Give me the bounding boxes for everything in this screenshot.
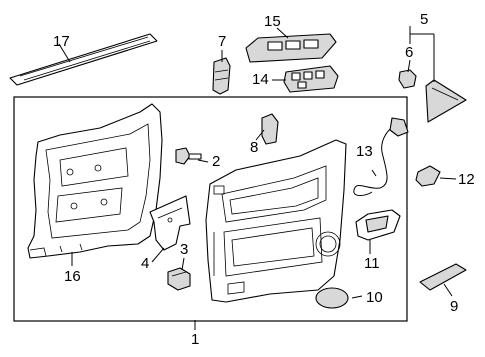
callout-13: 13 <box>356 143 373 160</box>
callout-16: 16 <box>64 268 81 285</box>
callout-14: 14 <box>252 71 269 88</box>
callout-2: 2 <box>212 153 220 170</box>
callout-4: 4 <box>141 255 149 272</box>
part-16-door-module <box>27 103 163 259</box>
callout-3: 3 <box>180 241 188 258</box>
part-9-trim-strip <box>419 263 467 291</box>
callout-15: 15 <box>264 13 281 30</box>
part-13-wire-harness <box>353 117 409 196</box>
part-5-corner-trim <box>425 79 467 123</box>
part-8-clip <box>261 113 279 145</box>
callout-1: 1 <box>191 331 199 348</box>
part-15-switch-bezel <box>245 33 337 63</box>
callout-9: 9 <box>450 298 458 315</box>
callout-7: 7 <box>218 33 226 50</box>
part-3-fastener <box>167 267 191 291</box>
part-6-retainer <box>398 69 417 89</box>
part-17-weatherstrip <box>9 33 158 86</box>
part-1-door-trim-panel <box>205 139 347 303</box>
callout-11: 11 <box>364 255 380 272</box>
callout-12: 12 <box>458 171 475 188</box>
part-4-bracket <box>149 195 191 251</box>
part-14-window-switch <box>283 65 339 93</box>
part-11-handle-bezel <box>355 209 401 241</box>
part-12-cover <box>415 165 441 187</box>
assembly-frame <box>13 96 408 322</box>
part-2-push-pin <box>175 147 202 165</box>
callout-6: 6 <box>405 44 413 61</box>
callout-8: 8 <box>250 139 258 156</box>
callout-17: 17 <box>53 33 70 50</box>
callout-5: 5 <box>420 11 428 28</box>
callout-10: 10 <box>366 289 383 306</box>
part-7-clip <box>212 57 231 95</box>
part-10-speaker-grille <box>315 287 349 309</box>
leader-lines <box>58 26 457 330</box>
